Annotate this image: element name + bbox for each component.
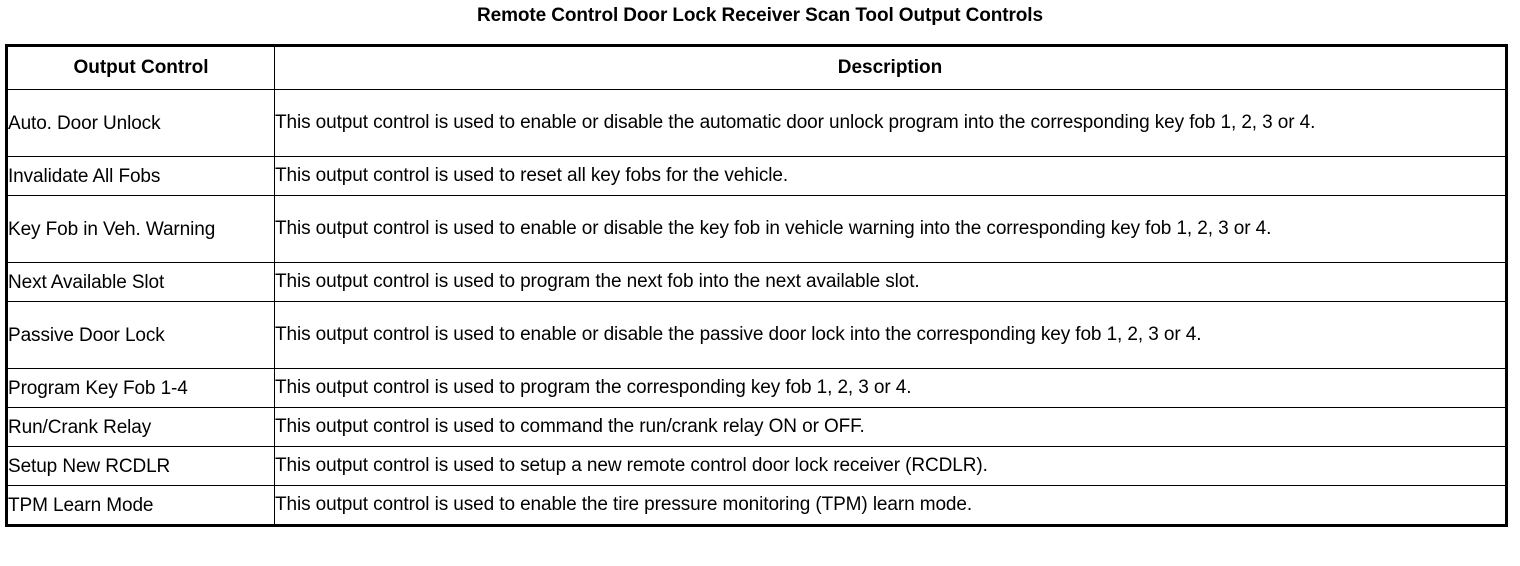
cell-output-control: Next Available Slot	[6, 262, 275, 302]
cell-description: This output control is used to setup a n…	[274, 446, 1507, 486]
cell-output-control: Setup New RCDLR	[6, 446, 275, 486]
cell-output-control: Invalidate All Fobs	[6, 156, 275, 196]
cell-output-control: Key Fob in Veh. Warning	[6, 195, 275, 263]
table-header-row: Output Control Description	[6, 45, 1507, 90]
output-controls-table: Output Control Description Auto. Door Un…	[5, 44, 1508, 527]
cell-description: This output control is used to reset all…	[274, 156, 1507, 196]
cell-description: This output control is used to enable or…	[274, 301, 1507, 369]
output-controls-table-wrapper: Output Control Description Auto. Door Un…	[5, 44, 1508, 527]
cell-description: This output control is used to program t…	[274, 368, 1507, 408]
cell-description: This output control is used to enable or…	[274, 195, 1507, 263]
cell-description: This output control is used to enable or…	[274, 89, 1507, 157]
cell-output-control: TPM Learn Mode	[6, 485, 275, 526]
cell-description: This output control is used to enable th…	[274, 485, 1507, 526]
page-title: Remote Control Door Lock Receiver Scan T…	[477, 5, 1043, 26]
cell-output-control: Auto. Door Unlock	[6, 89, 275, 157]
column-header-output-control: Output Control	[6, 45, 275, 90]
cell-output-control: Run/Crank Relay	[6, 407, 275, 447]
cell-output-control: Program Key Fob 1-4	[6, 368, 275, 408]
column-header-description: Description	[274, 45, 1507, 90]
cell-description: This output control is used to command t…	[274, 407, 1507, 447]
cell-description: This output control is used to program t…	[274, 262, 1507, 302]
table-header: Output Control Description	[6, 45, 1507, 90]
cell-output-control: Passive Door Lock	[6, 301, 275, 369]
